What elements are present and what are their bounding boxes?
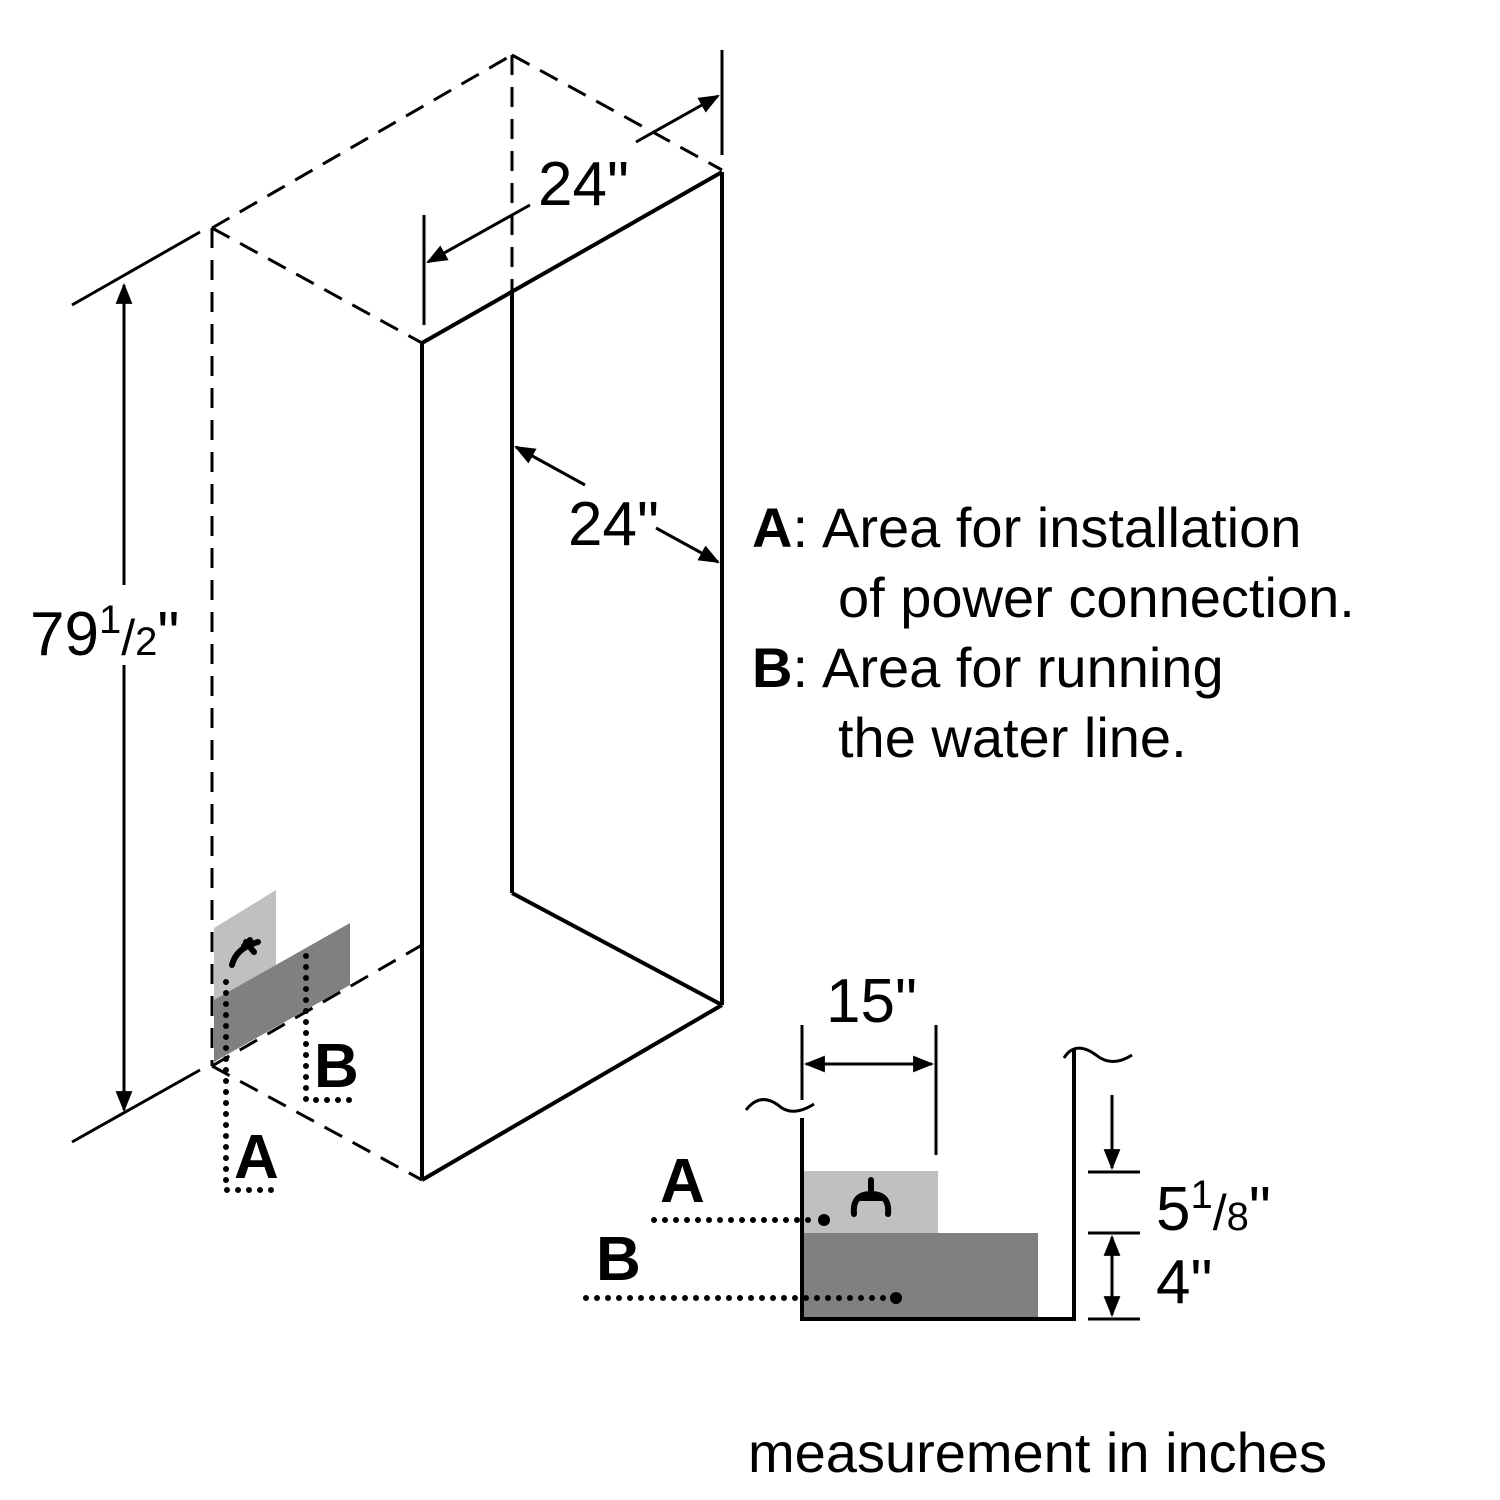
marker-b-detail: B <box>596 1225 641 1294</box>
depth-label: 24" <box>568 490 659 559</box>
niche-visible-edges <box>420 170 724 1182</box>
area-a-height-label: 51/8" <box>1156 1173 1271 1244</box>
legend: A:Area for installation of power connect… <box>752 496 1355 769</box>
height-ext-top <box>71 230 201 307</box>
marker-b-3d: B <box>314 1032 359 1101</box>
marker-a-3d: A <box>234 1123 279 1192</box>
area-b-detail <box>802 1233 1038 1319</box>
power-connector-icon <box>229 937 261 968</box>
leader-b-3d <box>303 953 355 1103</box>
svg-text:the water line.: the water line. <box>838 706 1187 769</box>
marker-a-detail: A <box>660 1147 705 1216</box>
width-label: 24" <box>538 150 629 219</box>
leader-a-3d <box>223 979 278 1193</box>
area-b-height-label: 4" <box>1156 1248 1213 1317</box>
area-width-label: 15" <box>826 967 917 1036</box>
height-label: 791/2" <box>30 598 179 669</box>
footer-note: measurement in inches <box>748 1421 1327 1484</box>
power-connector-icon-detail <box>850 1177 892 1217</box>
svg-text:A:Area for installation: A:Area for installation <box>752 496 1301 559</box>
height-ext-bottom <box>71 1068 201 1144</box>
area-b-3d <box>214 923 350 1062</box>
niche-hidden-edges <box>210 53 723 1182</box>
svg-text:of power connection.: of power connection. <box>838 566 1355 629</box>
detail-section: 15" 51/8" 4" A B <box>583 967 1271 1321</box>
svg-text:B:Area for running: B:Area for running <box>752 636 1224 699</box>
